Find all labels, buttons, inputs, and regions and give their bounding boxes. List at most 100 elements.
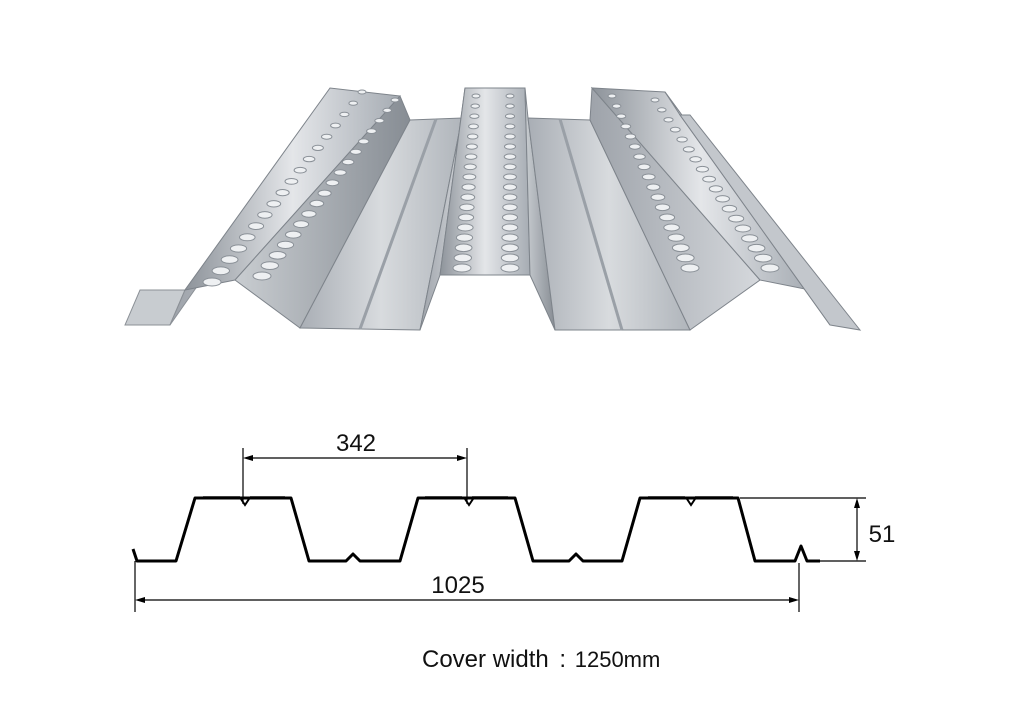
emboss-dimple bbox=[459, 203, 475, 212]
emboss-dimple bbox=[260, 261, 279, 271]
emboss-dimple bbox=[503, 163, 517, 171]
emboss-dimple bbox=[502, 193, 518, 201]
render-right-lip bbox=[679, 114, 862, 331]
emboss-dimple bbox=[293, 166, 307, 174]
emboss-dimple bbox=[695, 165, 710, 173]
emboss-dimple bbox=[500, 253, 520, 263]
steel-deck-render bbox=[124, 86, 862, 331]
emboss-dimple bbox=[667, 233, 685, 242]
emboss-dimple bbox=[229, 244, 248, 253]
emboss-dimple bbox=[454, 243, 473, 253]
emboss-dimple bbox=[275, 189, 290, 197]
emboss-dimple bbox=[268, 251, 287, 260]
emboss-dimple bbox=[503, 153, 517, 160]
emboss-dimple bbox=[341, 158, 355, 166]
emboss-dimple bbox=[708, 185, 724, 193]
emboss-dimple bbox=[500, 263, 520, 273]
emboss-dimple bbox=[620, 123, 632, 130]
emboss-dimple bbox=[468, 123, 479, 130]
render-left-lip bbox=[124, 289, 186, 326]
emboss-dimple bbox=[471, 93, 481, 99]
emboss-dimple bbox=[333, 169, 347, 176]
emboss-dimple bbox=[465, 143, 478, 150]
emboss-dimple bbox=[266, 200, 282, 208]
emboss-dimple bbox=[348, 100, 359, 106]
emboss-dimple bbox=[702, 175, 716, 183]
emboss-dimple bbox=[676, 253, 695, 263]
emboss-dimple bbox=[382, 107, 393, 114]
emboss-dimple bbox=[458, 213, 475, 222]
emboss-dimple bbox=[469, 113, 480, 119]
emboss-dimple bbox=[460, 193, 476, 201]
emboss-dimple bbox=[504, 123, 516, 130]
emboss-dimple bbox=[633, 153, 646, 160]
emboss-dimple bbox=[657, 107, 667, 113]
emboss-dimple bbox=[663, 117, 674, 123]
emboss-dimple bbox=[276, 240, 295, 249]
emboss-dimple bbox=[728, 214, 745, 223]
height-dimension bbox=[740, 497, 866, 562]
emboss-dimple bbox=[505, 93, 515, 99]
cover-width-label: Cover width bbox=[422, 646, 549, 673]
profile-outline bbox=[131, 496, 820, 563]
emboss-dimple bbox=[284, 178, 299, 185]
emboss-dimple bbox=[309, 199, 325, 208]
emboss-dimple bbox=[470, 103, 481, 109]
emboss-dimple bbox=[366, 128, 377, 135]
emboss-dimple bbox=[689, 156, 702, 163]
emboss-dimple bbox=[453, 253, 472, 263]
emboss-dimple bbox=[252, 271, 272, 281]
emboss-dimple bbox=[721, 204, 738, 213]
pitch-dimension bbox=[242, 448, 468, 504]
emboss-dimple bbox=[248, 222, 265, 231]
cover-width-value: 1250mm bbox=[575, 647, 661, 672]
emboss-dimple bbox=[501, 243, 519, 253]
emboss-dimple bbox=[607, 93, 617, 99]
emboss-dimple bbox=[302, 155, 316, 163]
width-dimension bbox=[134, 561, 800, 612]
emboss-dimple bbox=[502, 203, 518, 212]
profile-cross-section bbox=[131, 496, 820, 563]
emboss-dimple bbox=[301, 210, 317, 218]
emboss-dimple bbox=[637, 163, 651, 171]
emboss-dimple bbox=[654, 203, 671, 212]
profile-stiffeners bbox=[240, 498, 696, 507]
emboss-dimple bbox=[293, 220, 310, 229]
emboss-dimple bbox=[754, 253, 773, 263]
emboss-dimple bbox=[463, 163, 477, 171]
emboss-dimple bbox=[452, 263, 472, 273]
emboss-dimple bbox=[461, 183, 476, 191]
emboss-dimple bbox=[349, 148, 362, 155]
emboss-dimple bbox=[455, 233, 474, 242]
emboss-dimple bbox=[462, 173, 477, 181]
emboss-dimple bbox=[650, 193, 666, 201]
emboss-dimple bbox=[676, 136, 688, 143]
emboss-dimple bbox=[220, 255, 239, 264]
emboss-dimple bbox=[734, 224, 752, 233]
emboss-dimple bbox=[502, 183, 518, 191]
emboss-dimple bbox=[339, 111, 350, 118]
emboss-dimple bbox=[611, 103, 622, 109]
emboss-dimple bbox=[464, 153, 478, 160]
emboss-dimple bbox=[311, 144, 324, 151]
height-label: 51 bbox=[869, 521, 896, 548]
emboss-dimple bbox=[467, 133, 479, 140]
emboss-dimple bbox=[741, 234, 759, 243]
emboss-dimple bbox=[663, 223, 680, 232]
emboss-dimple bbox=[671, 243, 690, 253]
cover-width-separator: : bbox=[559, 646, 566, 673]
emboss-dimple bbox=[285, 230, 302, 239]
emboss-dimple bbox=[628, 143, 641, 150]
emboss-dimple bbox=[257, 211, 273, 219]
emboss-dimple bbox=[501, 223, 519, 232]
emboss-dimple bbox=[760, 263, 780, 273]
emboss-dimple bbox=[624, 133, 637, 140]
emboss-dimple bbox=[646, 183, 661, 191]
emboss-dimple bbox=[330, 122, 341, 129]
emboss-dimple bbox=[682, 146, 695, 153]
emboss-dimple bbox=[747, 243, 766, 253]
emboss-dimple bbox=[501, 233, 519, 242]
emboss-dimple bbox=[211, 266, 231, 276]
width-label: 1025 bbox=[431, 572, 484, 599]
